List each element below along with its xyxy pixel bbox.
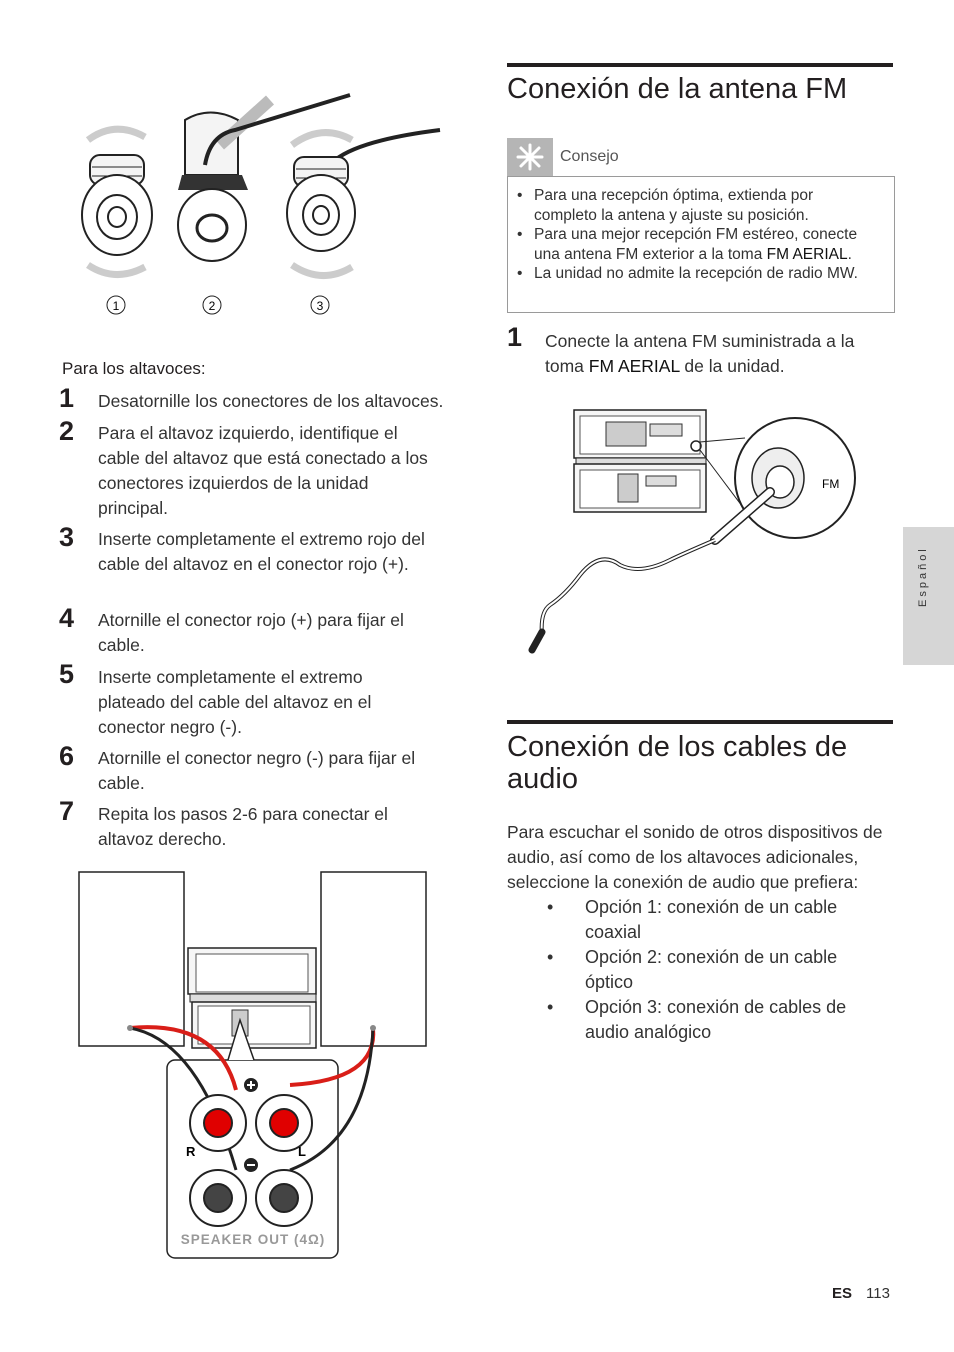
left-speaker-box <box>78 871 185 1047</box>
callout-1: 1 <box>106 295 126 315</box>
step-6-text: Atornille el conector negro (-) para fij… <box>98 748 416 793</box>
callout-2: 2 <box>202 295 222 315</box>
callout-1-label: 1 <box>113 299 120 313</box>
speaker-out-caption: SPEAKER OUT (4Ω) <box>181 1232 326 1247</box>
tip-label: Consejo <box>560 148 619 165</box>
label-R: R <box>186 1144 196 1159</box>
right-black-wire <box>289 1027 375 1172</box>
tip-icon <box>507 138 553 176</box>
step-6-number: 6 <box>59 741 75 771</box>
step-3-text: Inserte completamente el extremo rojo de… <box>98 529 425 574</box>
fm-section-rule <box>507 63 893 67</box>
step-4-text: Atornille el conector rojo (+) para fija… <box>98 610 404 655</box>
terminal-L-minus <box>255 1169 313 1227</box>
callout-3: 3 <box>310 295 330 315</box>
terminal-L-plus <box>255 1094 313 1152</box>
step-7-text: Repita los pasos 2-6 para conectar el al… <box>98 804 388 849</box>
fm-antenna-figure: FM <box>528 409 856 654</box>
footer-page-number: 113 <box>866 1285 890 1302</box>
callout-3-label: 3 <box>317 299 324 313</box>
step-2-text: Para el altavoz izquierdo, identifique e… <box>98 423 428 518</box>
step-4-number: 4 <box>59 603 75 633</box>
minus-symbol <box>244 1158 258 1172</box>
tip-box: Para una recepción óptima, extienda por … <box>507 176 895 313</box>
step-1-text: Desatornille los conectores de los altav… <box>98 391 444 411</box>
speaker-wiring-figure: R L SPEAKER OUT (4Ω) <box>78 871 427 1259</box>
step-2-number: 2 <box>59 416 75 446</box>
step-3-number: 3 <box>59 522 75 552</box>
audio-option-3: Opción 3: conexión de cables de audio an… <box>507 995 887 1045</box>
speaker-connector-steps-figure: 1 2 3 <box>81 93 441 315</box>
step-5-number: 5 <box>59 659 75 689</box>
fm-jack-label: FM <box>822 477 839 491</box>
fm-step-text: Conecte la antena FM suministrada a la t… <box>545 331 855 376</box>
tip-item-1: Para una recepción óptima, extienda por … <box>508 186 878 225</box>
audio-section-rule <box>507 720 893 724</box>
audio-options-list: Opción 1: conexión de un cable coaxial O… <box>507 895 887 1045</box>
step-1-number: 1 <box>59 383 75 413</box>
step-7-number: 7 <box>59 796 75 826</box>
connector-step-1 <box>81 125 153 278</box>
label-L: L <box>298 1144 306 1159</box>
language-side-tab: Español <box>903 527 954 665</box>
tip-item-2: Para una mejor recepción FM estéreo, con… <box>508 225 878 264</box>
terminal-R-plus <box>189 1094 247 1152</box>
audio-section-title: Conexión de los cables de audio <box>507 731 848 795</box>
connector-step-3 <box>286 128 441 279</box>
main-unit <box>187 947 317 1049</box>
sparkle-icon <box>516 143 544 171</box>
left-red-wire <box>129 1025 238 1091</box>
fm-section-title: Conexión de la antena FM <box>507 73 848 105</box>
speakers-intro: Para los altavoces: <box>62 359 206 378</box>
right-speaker-box <box>320 871 427 1047</box>
terminal-R-minus <box>189 1169 247 1227</box>
connector-step-2 <box>177 93 351 262</box>
step-5-text: Inserte completamente el extremo platead… <box>98 667 372 737</box>
callout-2-label: 2 <box>209 299 216 313</box>
tip-item-3: La unidad no admite la recepción de radi… <box>508 264 878 284</box>
audio-option-1: Opción 1: conexión de un cable coaxial <box>507 895 887 945</box>
footer-lang-code: ES <box>832 1285 853 1302</box>
audio-option-2: Opción 2: conexión de un cable óptico <box>507 945 887 995</box>
fm-step-number: 1 <box>507 322 523 352</box>
audio-intro: Para escuchar el sonido de otros disposi… <box>507 822 883 892</box>
language-side-label: Español <box>917 546 929 607</box>
stereo-unit <box>573 409 707 513</box>
plus-symbol <box>244 1078 258 1092</box>
